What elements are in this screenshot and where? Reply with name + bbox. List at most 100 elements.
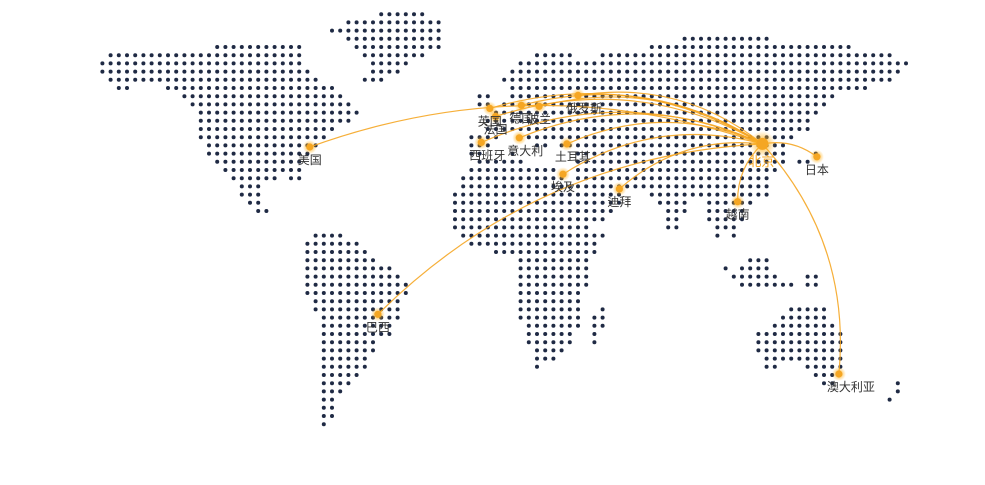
city-marker-layer: [302, 88, 846, 381]
city-marker[interactable]: [515, 134, 523, 142]
map-dot: [510, 94, 515, 99]
map-dot: [330, 389, 334, 394]
map-dot: [854, 61, 859, 66]
map-dot: [305, 282, 310, 287]
map-dot: [346, 20, 351, 25]
map-dot: [297, 176, 302, 181]
map-dot: [723, 159, 728, 164]
map-dot: [772, 110, 777, 115]
city-marker[interactable]: [835, 370, 843, 378]
map-dot: [666, 192, 671, 197]
map-dot: [362, 348, 367, 353]
map-dot: [182, 53, 187, 58]
map-dot: [182, 77, 187, 82]
map-dot: [592, 209, 597, 213]
map-dot: [772, 94, 777, 99]
city-marker[interactable]: [477, 138, 485, 146]
map-dot: [674, 77, 679, 82]
map-dot: [338, 364, 343, 369]
map-dot: [485, 159, 490, 164]
map-dot: [666, 45, 671, 49]
city-marker[interactable]: [813, 153, 821, 161]
map-dot: [338, 389, 343, 394]
map-dot: [420, 45, 425, 49]
map-dot: [239, 168, 244, 172]
map-dot: [813, 364, 818, 369]
map-dot: [379, 291, 384, 295]
map-dot: [576, 250, 580, 254]
map-dot: [379, 12, 384, 17]
map-dot: [297, 61, 302, 66]
map-dot: [879, 77, 884, 82]
map-dot: [658, 86, 662, 90]
map-dot: [592, 143, 597, 148]
map-dot: [658, 53, 662, 58]
map-dot: [559, 340, 564, 345]
map-dot: [690, 168, 695, 172]
map-dot: [649, 69, 654, 74]
map-dot: [371, 28, 375, 33]
city-marker[interactable]: [563, 140, 571, 148]
map-dot: [682, 200, 687, 205]
hub-marker[interactable]: [756, 137, 769, 150]
city-marker[interactable]: [306, 143, 314, 151]
map-dot: [748, 200, 753, 205]
map-dot: [174, 53, 179, 58]
city-marker[interactable]: [574, 91, 582, 99]
map-dot: [125, 69, 129, 74]
map-dot: [871, 69, 876, 74]
map-dot: [518, 225, 523, 230]
map-dot: [223, 110, 228, 115]
map-dot: [198, 127, 203, 131]
map-dot: [887, 397, 892, 402]
map-dot: [715, 110, 720, 115]
map-dot: [559, 233, 564, 238]
map-dot: [797, 102, 802, 107]
map-dot: [731, 225, 736, 230]
map-dot: [494, 192, 498, 197]
map-dot: [108, 53, 113, 58]
map-dot: [535, 307, 539, 312]
map-dot: [518, 307, 523, 312]
city-marker[interactable]: [615, 185, 624, 193]
city-marker[interactable]: [517, 101, 526, 109]
map-dot: [633, 151, 638, 156]
map-dot: [305, 102, 310, 107]
map-dot: [715, 77, 720, 82]
map-dot: [338, 356, 343, 361]
map-dot: [567, 110, 572, 115]
city-marker[interactable]: [559, 170, 567, 178]
map-dot: [330, 323, 334, 328]
city-marker[interactable]: [374, 310, 382, 318]
map-dot: [477, 233, 482, 238]
map-dot: [674, 86, 679, 90]
city-marker[interactable]: [535, 102, 543, 110]
map-dot: [190, 69, 195, 74]
map-dot: [428, 20, 433, 25]
map-dot: [518, 200, 523, 205]
map-dot: [715, 209, 720, 213]
map-dot: [641, 176, 646, 181]
map-dot: [658, 176, 662, 181]
map-dot: [625, 151, 630, 156]
map-dot: [535, 241, 539, 246]
map-dot: [264, 69, 269, 74]
map-dot: [280, 151, 285, 156]
map-dot: [125, 77, 129, 82]
map-dot: [559, 241, 564, 246]
map-dot: [403, 45, 408, 49]
map-dot: [690, 176, 695, 181]
map-dot: [830, 45, 835, 49]
map-dot: [215, 94, 220, 99]
map-dot: [338, 266, 343, 271]
map-dot: [781, 315, 785, 320]
city-marker[interactable]: [734, 198, 742, 206]
map-dot: [666, 69, 671, 74]
map-dot: [699, 36, 703, 41]
map-dot: [420, 28, 425, 33]
map-dot: [608, 151, 613, 156]
city-marker[interactable]: [491, 112, 500, 121]
map-dot: [797, 86, 802, 90]
map-dot: [781, 102, 785, 107]
city-marker[interactable]: [486, 104, 494, 112]
